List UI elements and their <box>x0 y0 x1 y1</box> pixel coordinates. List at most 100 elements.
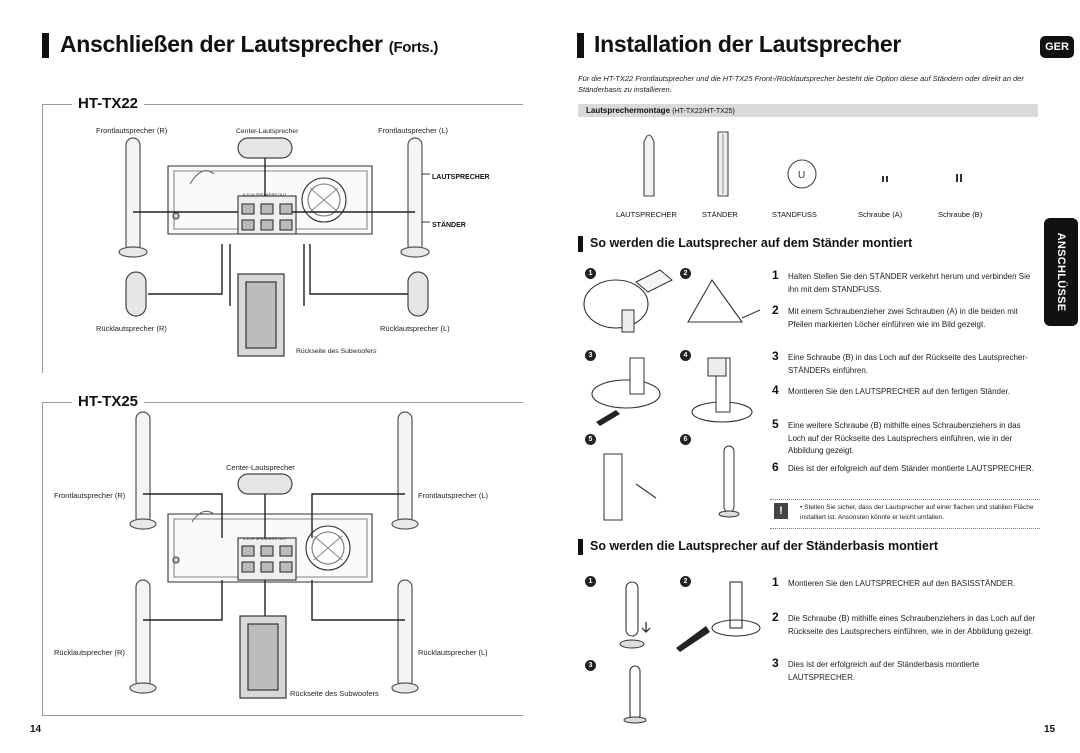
fig-marker-1: 1 <box>585 268 596 279</box>
tx22-panel-label: 0.1CH SPEAKERS OUT <box>243 192 287 197</box>
s2-step-1: 1 Montieren Sie den LAUTSPRECHER auf den … <box>772 575 1040 591</box>
part-foot: U <box>787 159 817 189</box>
step-text: Dies ist der erfolgreich auf dem Ständer… <box>788 464 1034 473</box>
part-stand <box>717 131 729 197</box>
step-text: Eine weitere Schraube (B) mithilfe eines… <box>788 421 1021 455</box>
fig2-marker-2: 2 <box>680 576 691 587</box>
tx25-front-l: Frontlautsprecher (L) <box>418 491 489 500</box>
part-screw-a <box>882 176 888 182</box>
note-text: • Stellen Sie sicher, dass der Lautsprec… <box>800 504 1034 521</box>
tx22-sub-rear: Rückseite des Subwoofers <box>296 348 377 355</box>
page-number-right: 15 <box>1044 724 1056 735</box>
title-bar <box>42 33 49 58</box>
front-speaker-r <box>118 137 148 258</box>
tx22-rear-r: Rücklautsprecher (R) <box>96 324 167 333</box>
tx25-center-speaker <box>237 473 293 495</box>
title-suffix: (Forts.) <box>388 39 439 56</box>
speaker-wires <box>133 158 415 306</box>
rear-speaker-l <box>407 271 429 317</box>
section2-bar <box>578 539 583 555</box>
step-number: 1 <box>772 268 779 282</box>
tx25-model-label: HT-TX25 <box>72 393 145 410</box>
step-number: 2 <box>772 303 779 317</box>
warning-icon: ! <box>774 503 788 519</box>
s1-step-5: 5 Eine weitere Schraube (B) mithilfe eine… <box>772 417 1040 458</box>
section2-title: So werden die Lautsprecher auf der Ständ… <box>590 539 939 553</box>
step-text: Dies ist der erfolgreich auf der Ständer… <box>788 660 980 682</box>
section1-bar <box>578 236 583 252</box>
mount-header: Lautsprechermontage (HT-TX22/HT-TX25) <box>578 104 1038 117</box>
part-label-speaker: LAUTSPRECHER <box>616 210 677 219</box>
part-screw-b <box>956 174 962 182</box>
receiver-unit <box>167 165 373 235</box>
mount-header-rest: (HT-TX22/HT-TX25) <box>672 108 735 115</box>
s2-step-2: 2 Die Schraube (B) mithilfe eines Schraub… <box>772 610 1040 638</box>
fig-marker-2: 2 <box>680 268 691 279</box>
step-text: Halten Stellen Sie den STÄNDER verkehrt … <box>788 272 1031 294</box>
page-title-left: Anschließen der Lautsprecher (Forts.) <box>60 31 438 58</box>
tx22-callout-stand: STÄNDER <box>432 222 466 229</box>
s2-step-3: 3 Dies ist der erfolgreich auf der Stände… <box>772 656 1040 684</box>
fig-marker-4: 4 <box>680 350 691 361</box>
tx25-sub-rear: Rückseite des Subwoofers <box>290 689 379 698</box>
s1-step-6: 6 Dies ist der erfolgreich auf dem Stände… <box>772 460 1040 476</box>
fig-marker-5: 5 <box>585 434 596 445</box>
tx25-center: Center-Lautsprecher <box>226 463 295 472</box>
section1-figures <box>583 269 761 521</box>
s1-step-4: 4 Montieren Sie den LAUTSPRECHER auf den … <box>772 383 1040 399</box>
tx22-front-l: Frontlautsprecher (L) <box>378 126 449 135</box>
subwoofer <box>237 273 285 357</box>
step-number: 4 <box>772 383 779 397</box>
tx25-subwoofer <box>239 615 287 699</box>
fig2-marker-1: 1 <box>585 576 596 587</box>
section2-figures <box>619 581 761 724</box>
step-text: Die Schraube (B) mithilfe eines Schraube… <box>788 614 1036 636</box>
tx25-front-r: Frontlautsprecher (R) <box>54 491 126 500</box>
tx22-diagram <box>118 137 430 357</box>
s1-step-2: 2 Mit einem Schraubenzieher zwei Schraube… <box>772 303 1040 331</box>
tall-front-speaker-r <box>129 411 157 530</box>
part-label-foot: STANDFUSS <box>772 210 817 219</box>
front-speaker-l <box>400 137 430 258</box>
tx22-model-label: HT-TX22 <box>72 95 145 112</box>
s1-step-1: 1 Halten Stellen Sie den STÄNDER verkehrt… <box>772 268 1040 296</box>
tx25-panel-label: 5.1CH SPEAKERS OUT <box>243 536 287 541</box>
step-number: 6 <box>772 460 779 474</box>
fig2-marker-3: 3 <box>585 660 596 671</box>
tall-front-speaker-l <box>391 411 419 530</box>
svg-text:U: U <box>798 170 805 181</box>
tx22-callout-speaker: LAUTSPRECHER <box>432 174 490 181</box>
language-badge: GER <box>1040 36 1074 58</box>
step-number: 2 <box>772 610 779 624</box>
step-number: 3 <box>772 349 779 363</box>
page-number-left: 14 <box>30 724 42 735</box>
rear-speaker-r <box>125 271 147 317</box>
step-text: Mit einem Schraubenzieher zwei Schrauben… <box>788 307 1018 329</box>
center-speaker <box>237 137 293 159</box>
tx25-diagram <box>129 411 419 699</box>
step-number: 3 <box>772 656 779 670</box>
tx25-frame <box>42 402 523 716</box>
tx22-rear-l: Rücklautsprecher (L) <box>380 324 450 333</box>
section1-title: So werden die Lautsprecher auf dem Ständ… <box>590 236 913 250</box>
step-number: 5 <box>772 417 779 431</box>
title-bar-right <box>577 33 584 58</box>
part-label-screw-a: Schraube (A) <box>858 210 903 219</box>
part-speaker <box>643 134 655 197</box>
step-text: Montieren Sie den LAUTSPRECHER auf den f… <box>788 387 1010 396</box>
side-tab-label: ANSCHLÜSSE <box>1055 232 1067 312</box>
step-text: Montieren Sie den LAUTSPRECHER auf den B… <box>788 579 1016 588</box>
parts-illustrations: U <box>643 131 962 197</box>
fig-marker-3: 3 <box>585 350 596 361</box>
step-number: 1 <box>772 575 779 589</box>
mount-header-bold: Lautsprechermontage <box>586 106 671 115</box>
safety-note: ! • Stellen Sie sicher, dass der Lautspr… <box>770 499 1040 529</box>
tx25-speaker-wires <box>143 493 405 621</box>
tx25-rear-r: Rücklautsprecher (R) <box>54 648 125 657</box>
tall-rear-speaker-l <box>391 579 419 694</box>
page-title-right: Installation der Lautsprecher <box>594 31 901 57</box>
tx22-center: Center-Lautsprecher <box>236 128 299 135</box>
part-label-stand: STÄNDER <box>702 210 738 219</box>
section-side-tab: ANSCHLÜSSE <box>1044 218 1078 326</box>
